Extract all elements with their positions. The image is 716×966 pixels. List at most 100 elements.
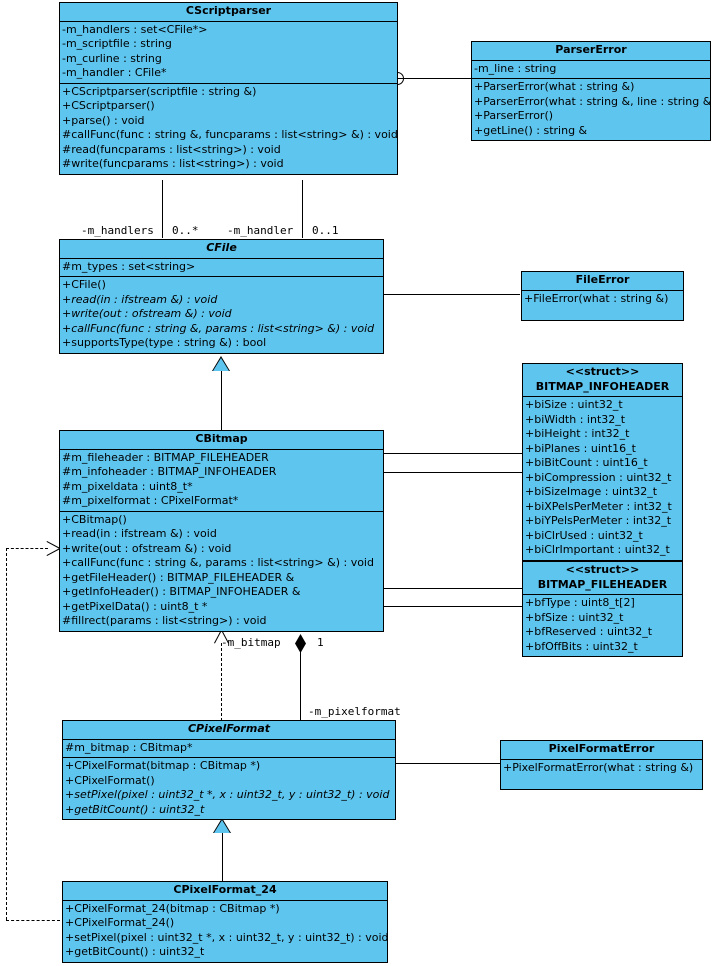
attribute-row: +biClrImportant : uint32_t <box>525 543 670 557</box>
operation-row: +getPixelData() : uint8_t * <box>62 599 208 613</box>
attribute-row: +biCompression : uint32_t <box>525 470 672 484</box>
class-box-cpixelformat24[interactable]: CPixelFormat_24 +CPixelFormat_24(bitmap … <box>62 881 388 963</box>
operation-row: +CBitmap() <box>62 512 127 526</box>
edge-label-m-handlers-role: -m_handlers <box>81 224 154 237</box>
operation-row: +CPixelFormat() <box>65 773 155 787</box>
class-box-cbitmap[interactable]: CBitmap #m_fileheader : BITMAP_FILEHEADE… <box>59 430 384 632</box>
operation-row: +callFunc(func : string &, params : list… <box>62 556 374 570</box>
class-box-cpixelformat[interactable]: CPixelFormat #m_bitmap : CBitmap* +CPixe… <box>62 720 396 821</box>
operation-row: +setPixel(pixel : uint32_t *, x : uint32… <box>65 930 387 944</box>
attribute-row: +biBitCount : uint16_t <box>525 456 648 470</box>
operation-row: +CFile() <box>62 278 106 292</box>
operations-cfile: +CFile() +read(in : ifstream &) : void +… <box>60 277 383 353</box>
operation-row: #write(funcparams : list<string>) : void <box>62 157 284 171</box>
edge-m-handlers <box>162 180 163 238</box>
attributes-bitmap-fileheader: +bfType : uint8_t[2] +bfSize : uint32_t … <box>523 595 682 656</box>
generalization-arrow-cpf24-cpixelformat <box>214 820 230 833</box>
operation-row: +CPixelFormat(bitmap : CBitmap *) <box>65 759 261 773</box>
operation-row: +CPixelFormat_24(bitmap : CBitmap *) <box>65 901 280 915</box>
operation-row: +write(out : ofstream &) : void <box>62 307 232 321</box>
attributes-bitmap-infoheader: +biSize : uint32_t +biWidth : int32_t +b… <box>523 397 682 560</box>
operation-row: +CScriptparser(scriptfile : string &) <box>62 84 257 98</box>
edge-cbitmap-fileheader-nested <box>384 588 522 589</box>
generalization-arrow-cbitmap-cfile <box>213 358 229 371</box>
class-name-fileerror: FileError <box>522 272 683 291</box>
attribute-row: #m_infoheader : BITMAP_INFOHEADER <box>62 465 277 479</box>
edge-dependency-cpf24-cbitmap-top <box>6 548 48 549</box>
attribute-row: #m_fileheader : BITMAP_FILEHEADER <box>62 450 269 464</box>
operation-row: #callFunc(func : string &, funcparams : … <box>62 128 397 142</box>
attribute-row: +bfOffBits : uint32_t <box>525 639 638 653</box>
class-box-cscriptparser[interactable]: CScriptparser -m_handlers : set<CFile*> … <box>59 2 398 175</box>
operation-row: +read(in : ifstream &) : void <box>62 527 217 541</box>
operation-row: +CPixelFormat_24() <box>65 916 175 930</box>
operation-row: #read(funcparams : list<string>) : void <box>62 142 281 156</box>
operation-row: +supportsType(type : string &) : bool <box>62 336 267 350</box>
edge-label-m-handler-role: -m_handler <box>227 224 294 237</box>
attribute-row: +biSizeImage : uint32_t <box>525 485 658 499</box>
edge-m-handler <box>302 180 303 238</box>
attribute-row: +biXPelsPerMeter : int32_t <box>525 499 672 513</box>
class-name-cfile: CFile <box>60 240 383 259</box>
edge-label-m-pixelformat-role: -m_pixelformat <box>308 705 401 718</box>
composition-diamond-m-bitmap <box>295 634 306 653</box>
operation-row: +getBitCount() : uint32_t <box>65 945 205 959</box>
attribute-row: +bfSize : uint32_t <box>525 610 624 624</box>
class-name-parsererror: ParserError <box>472 42 710 61</box>
attribute-row: +biPlanes : uint16_t <box>525 441 636 455</box>
class-box-pixelformaterror[interactable]: PixelFormatError +PixelFormatError(what … <box>500 740 703 790</box>
edge-generalization-cbitmap-cfile <box>221 370 222 430</box>
class-name-cpixelformat24: CPixelFormat_24 <box>63 882 387 901</box>
operations-pixelformaterror: +PixelFormatError(what : string &) <box>501 760 702 789</box>
attribute-row: -m_handler : CFile* <box>62 66 167 80</box>
class-name-bitmap-infoheader: <<struct>> BITMAP_INFOHEADER <box>523 364 682 398</box>
operation-row: +getFileHeader() : BITMAP_FILEHEADER & <box>62 570 295 584</box>
operations-cbitmap: +CBitmap() +read(in : ifstream &) : void… <box>60 512 383 631</box>
attribute-row: +biWidth : int32_t <box>525 412 626 426</box>
attribute-row: -m_line : string <box>474 61 557 75</box>
edge-cbitmap-infoheader-nested <box>384 453 522 454</box>
attribute-row: #m_pixeldata : uint8_t* <box>62 479 193 493</box>
operations-cpixelformat: +CPixelFormat(bitmap : CBitmap *) +CPixe… <box>63 758 395 819</box>
class-box-bitmap-fileheader[interactable]: <<struct>> BITMAP_FILEHEADER +bfType : u… <box>522 561 683 658</box>
attribute-row: #m_bitmap : CBitmap* <box>65 740 193 754</box>
attribute-row: +biHeight : int32_t <box>525 427 630 441</box>
edge-composition-cbitmap-cpixelformat <box>300 650 301 721</box>
class-box-parsererror[interactable]: ParserError -m_line : string +ParserErro… <box>471 41 711 142</box>
attributes-cscriptparser: -m_handlers : set<CFile*> -m_scriptfile … <box>60 22 397 84</box>
stereotype-label: <<struct>> <box>565 365 640 378</box>
class-box-bitmap-infoheader[interactable]: <<struct>> BITMAP_INFOHEADER +biSize : u… <box>522 363 683 561</box>
operation-row: +parse() : void <box>62 113 145 127</box>
attributes-cpixelformat: #m_bitmap : CBitmap* <box>63 740 395 759</box>
edge-cbitmap-infoheader-attr <box>378 472 522 473</box>
attribute-row: +bfType : uint8_t[2] <box>525 596 635 610</box>
class-name-cscriptparser: CScriptparser <box>60 3 397 22</box>
class-name-pixelformaterror: PixelFormatError <box>501 741 702 760</box>
edge-cbitmap-fileheader-attr <box>378 606 522 607</box>
class-box-cfile[interactable]: CFile #m_types : set<string> +CFile() +r… <box>59 239 384 354</box>
operation-row: +setPixel(pixel : uint32_t *, x : uint32… <box>65 788 390 802</box>
class-name-cbitmap: CBitmap <box>60 431 383 450</box>
edge-cfile-fileerror <box>384 294 520 295</box>
attribute-row: +biYPelsPerMeter : int32_t <box>525 514 672 528</box>
class-box-fileerror[interactable]: FileError +FileError(what : string &) <box>521 271 684 321</box>
edge-dependency-cpf24-cbitmap-bottom <box>6 920 60 921</box>
operations-fileerror: +FileError(what : string &) <box>522 291 683 320</box>
class-name-text: BITMAP_FILEHEADER <box>537 577 668 591</box>
operation-row: +getInfoHeader() : BITMAP_INFOHEADER & <box>62 585 301 599</box>
operation-row: +getLine() : string & <box>474 123 588 137</box>
attribute-row: #m_pixelformat : CPixelFormat* <box>62 494 239 508</box>
edge-realization-cpixelformat-cbitmap <box>221 643 222 721</box>
attributes-parsererror: -m_line : string <box>472 61 710 80</box>
edge-cscriptparser-parsererror <box>398 78 472 79</box>
operations-cscriptparser: +CScriptparser(scriptfile : string &) +C… <box>60 84 397 174</box>
edge-label-m-handlers-mult: 0..* <box>172 224 199 237</box>
operation-row: #fillrect(params : list<string>) : void <box>62 614 267 628</box>
attribute-row: #m_types : set<string> <box>62 259 196 273</box>
edge-generalization-cpf24-cpixelformat <box>222 832 223 881</box>
operation-row: +write(out : ofstream &) : void <box>62 541 232 555</box>
edge-label-m-bitmap-role: -m_bitmap <box>221 636 281 649</box>
attribute-row: -m_handlers : set<CFile*> <box>62 22 208 36</box>
attribute-row: +bfReserved : uint32_t <box>525 625 653 639</box>
edge-label-m-bitmap-mult: 1 <box>317 636 324 649</box>
